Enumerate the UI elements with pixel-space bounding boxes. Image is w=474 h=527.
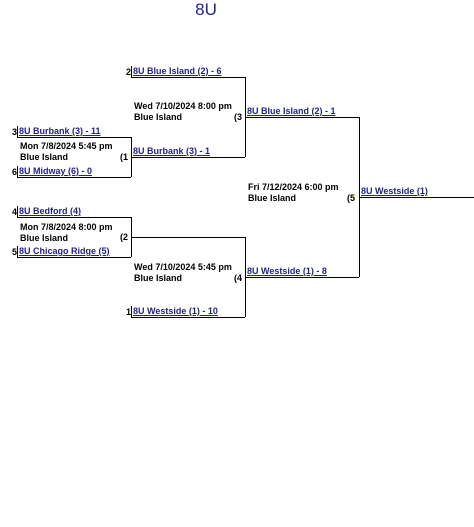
bracket-line xyxy=(245,117,359,118)
game-date: Mon 7/8/2024 5:45 pm xyxy=(20,141,113,151)
champion-link[interactable]: 8U Westside (1) xyxy=(361,186,428,196)
team-link[interactable]: 8U Burbank (3) - 1 xyxy=(133,146,211,156)
bracket-line xyxy=(131,237,245,238)
bracket-line xyxy=(17,137,131,138)
team-link[interactable]: 8U Westside (1) - 10 xyxy=(133,306,218,316)
game-number: (3 xyxy=(234,112,243,122)
bracket-line xyxy=(17,257,131,258)
bracket-line xyxy=(131,77,245,78)
seed-label: 1 xyxy=(125,307,131,317)
bracket-line xyxy=(131,317,245,318)
bracket-line xyxy=(17,126,18,138)
game-number: (4 xyxy=(234,273,243,283)
bracket-title: 8U xyxy=(195,0,217,19)
game-number: (2 xyxy=(120,232,129,242)
team-link[interactable]: 8U Burbank (3) - 11 xyxy=(19,126,101,136)
bracket-line xyxy=(131,66,132,78)
game-date: Wed 7/10/2024 5:45 pm xyxy=(134,262,232,272)
seed-label: 6 xyxy=(11,167,17,177)
team-link[interactable]: 8U Blue Island (2) - 6 xyxy=(133,66,222,76)
game-venue: Blue Island xyxy=(20,233,69,243)
bracket-line xyxy=(17,206,18,218)
game-venue: Blue Island xyxy=(20,152,69,162)
bracket-line xyxy=(359,197,474,198)
seed-label: 2 xyxy=(125,67,131,77)
game-number: (1 xyxy=(120,152,129,162)
bracket-line xyxy=(17,217,131,218)
bracket-line xyxy=(131,306,132,318)
team-link[interactable]: 8U Bedford (4) xyxy=(19,206,82,216)
bracket-line xyxy=(131,157,245,158)
team-link[interactable]: 8U Chicago Ridge (5) xyxy=(19,246,110,256)
bracket-line xyxy=(17,246,18,258)
game-number: (5 xyxy=(347,193,356,203)
seed-label: 3 xyxy=(11,127,17,137)
bracket-line xyxy=(17,177,131,178)
bracket-line xyxy=(245,277,359,278)
team-link[interactable]: 8U Midway (6) - 0 xyxy=(19,166,93,176)
game-date: Wed 7/10/2024 8:00 pm xyxy=(134,101,232,111)
seed-label: 5 xyxy=(11,247,17,257)
game-venue: Blue Island xyxy=(134,273,183,283)
team-link[interactable]: 8U Blue Island (2) - 1 xyxy=(247,106,336,116)
game-date: Mon 7/8/2024 8:00 pm xyxy=(20,222,113,232)
game-venue: Blue Island xyxy=(248,193,297,203)
game-venue: Blue Island xyxy=(134,112,183,122)
team-link[interactable]: 8U Westside (1) - 8 xyxy=(247,266,327,276)
game-date: Fri 7/12/2024 6:00 pm xyxy=(248,182,339,192)
bracket-line xyxy=(17,166,18,178)
seed-label: 4 xyxy=(11,207,17,217)
